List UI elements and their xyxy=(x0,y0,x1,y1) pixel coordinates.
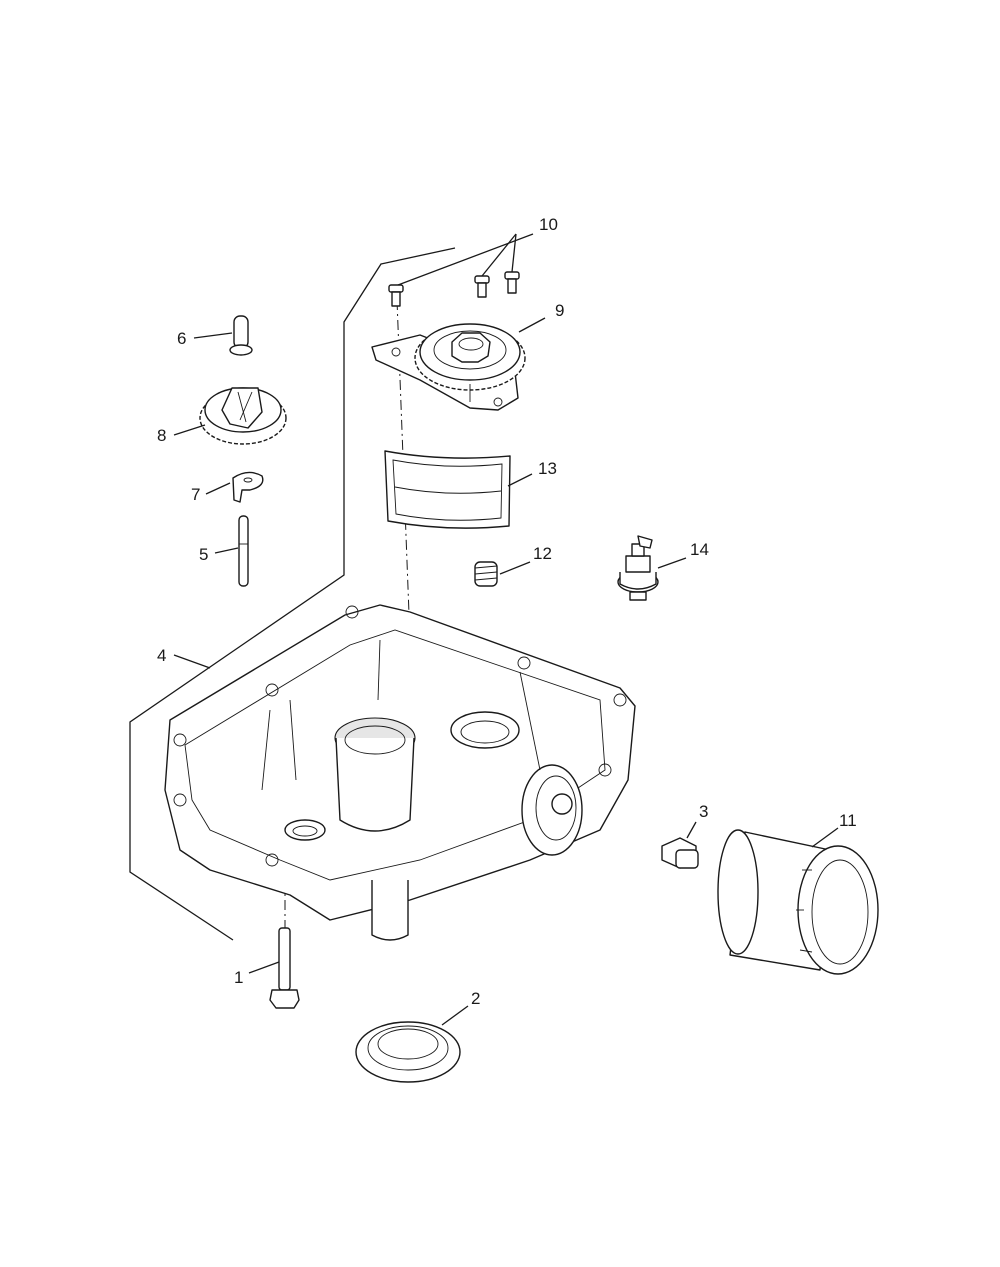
axis-line-oil-pump xyxy=(396,299,411,641)
callout-3: 3 xyxy=(699,802,708,821)
part-3-plug xyxy=(661,837,699,869)
screw-b xyxy=(474,275,490,298)
assembly-bracket-line xyxy=(129,247,456,941)
part-1-bolt xyxy=(269,927,300,1009)
part-12-spring xyxy=(474,561,498,587)
callout-1: 1 xyxy=(234,968,243,987)
part-14-pressure-switch xyxy=(617,535,659,601)
part-7-washer xyxy=(232,471,264,503)
callout-10: 10 xyxy=(539,215,558,234)
part-10-screws xyxy=(388,271,520,307)
callout-8: 8 xyxy=(157,426,166,445)
callout-13: 13 xyxy=(538,459,557,478)
callout-7: 7 xyxy=(191,485,200,504)
part-5-shaft xyxy=(238,515,249,587)
callout-2: 2 xyxy=(471,989,480,1008)
screw-a xyxy=(388,284,404,307)
screw-c xyxy=(504,271,520,294)
callout-4: 4 xyxy=(157,646,166,665)
callout-12: 12 xyxy=(533,544,552,563)
callout-14: 14 xyxy=(690,540,709,559)
callout-5: 5 xyxy=(199,545,208,564)
callout-6: 6 xyxy=(177,329,186,348)
part-11-oil-filter xyxy=(717,829,879,975)
callout-9: 9 xyxy=(555,301,564,320)
callout-11: 11 xyxy=(839,811,857,830)
part-8-governor-gear xyxy=(199,387,287,445)
part-2-seal xyxy=(355,1021,461,1083)
part-4-oil-sump xyxy=(164,604,636,941)
leader-lines xyxy=(173,233,839,1026)
part-9-oil-pump xyxy=(371,323,526,411)
part-6-pin xyxy=(229,315,253,356)
callout-labels: 10 9 6 8 7 5 13 12 14 4 3 11 1 2 xyxy=(157,215,857,1008)
part-13-screen xyxy=(384,450,511,529)
